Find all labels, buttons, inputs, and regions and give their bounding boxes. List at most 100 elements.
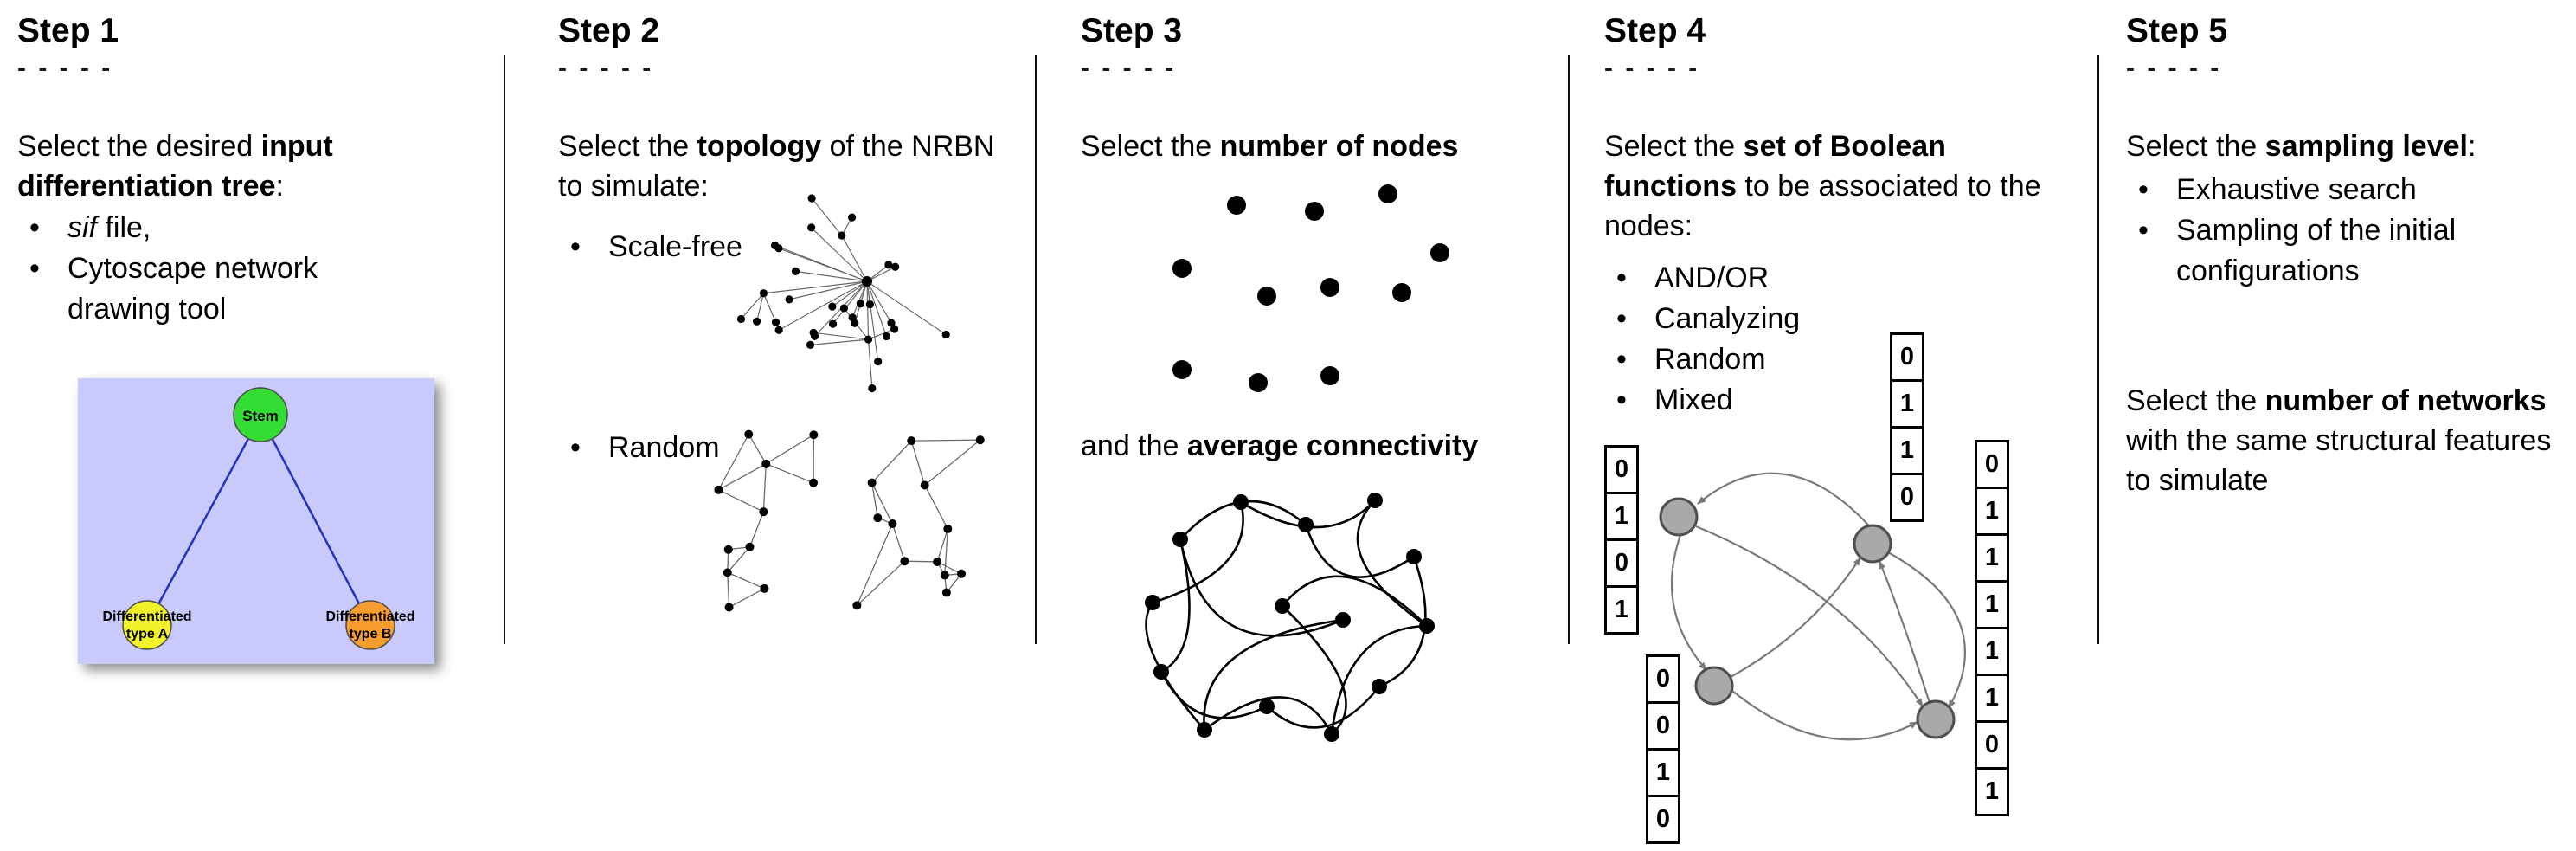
step-1-dashes: - - - - -	[17, 54, 113, 82]
intro-bold: input differentiation tree	[17, 130, 333, 203]
network-node	[933, 557, 942, 566]
step-5-intro: Select the sampling level:	[2126, 126, 2563, 166]
truth-table-cell: 0	[1604, 445, 1639, 494]
network-node	[1367, 493, 1383, 508]
network-node	[806, 340, 815, 349]
network-edge	[1356, 500, 1428, 628]
network-node	[1916, 699, 1956, 739]
step-1-bullet-list: sif file, Cytoscape network drawing tool	[17, 208, 381, 330]
truth-table-cell: 1	[1975, 533, 2009, 583]
differentiation-tree-figure: Stem Differentiated type A Differentiate…	[78, 378, 434, 664]
network-edge	[1887, 551, 1967, 709]
network-edge	[766, 463, 814, 484]
network-node	[882, 332, 891, 341]
truth-table-cell: 1	[1604, 492, 1639, 541]
network-node	[887, 319, 896, 327]
network-node	[1320, 278, 1339, 297]
connectivity-network-figure	[1145, 493, 1435, 742]
step-5-title: Step 5	[2126, 12, 2228, 49]
network-node	[890, 325, 899, 333]
network-edge	[763, 280, 868, 294]
network-node	[1275, 598, 1290, 614]
bullet-item: Mixed	[1604, 380, 1968, 421]
step-5-dashes: - - - - -	[2126, 54, 2222, 82]
network-edge	[936, 561, 962, 575]
network-node	[807, 223, 816, 232]
network-edge	[762, 293, 777, 323]
network-edge	[924, 439, 981, 486]
network-edge	[851, 280, 868, 319]
network-edge	[1731, 690, 1918, 741]
network-node	[1378, 184, 1397, 203]
network-edge	[866, 280, 870, 340]
network-node	[1419, 618, 1435, 634]
truth-table-cell: 0	[1890, 332, 1924, 382]
network-node	[1406, 549, 1422, 564]
intro-text: Select the	[1604, 130, 1744, 163]
network-edge	[813, 332, 869, 340]
network-edge	[936, 528, 948, 563]
bullet-text: Cytoscape network drawing tool	[67, 252, 318, 326]
network-node	[940, 571, 949, 580]
network-node	[771, 318, 781, 326]
network-edge	[891, 523, 906, 562]
network-edge	[904, 560, 938, 563]
network-edge	[832, 280, 868, 325]
network-node	[714, 485, 723, 494]
network-node	[791, 267, 800, 275]
step-4-title: Step 4	[1604, 12, 1706, 49]
network-edge	[1730, 557, 1861, 678]
network-node	[907, 436, 916, 446]
network-node	[1172, 259, 1192, 278]
truth-table-cell: 1	[1604, 585, 1639, 635]
network-node	[760, 583, 769, 593]
truth-table-cell: 0	[1975, 440, 2009, 489]
network-node	[838, 231, 846, 240]
network-edge	[778, 280, 868, 331]
intro-bold: number of networks	[2264, 384, 2547, 417]
network-edge	[718, 489, 764, 513]
network-node	[1320, 366, 1339, 385]
network-edge	[1240, 500, 1376, 529]
random-network-figure	[714, 429, 985, 612]
boolean-network-graph	[1659, 472, 1967, 741]
network-edge	[729, 588, 765, 609]
step-2-column: Step 2 - - - - - Select the topology of …	[558, 0, 1034, 851]
network-node	[888, 519, 897, 529]
step-4-intro: Select the set of Boolean functions to b…	[1604, 126, 2065, 246]
network-edge	[1266, 686, 1381, 729]
step-3-second-text: and the average connectivity	[1081, 426, 1565, 466]
network-node	[884, 261, 893, 269]
truth-table-cell: 1	[1890, 426, 1924, 475]
step-3-title: Step 3	[1081, 12, 1183, 49]
network-edge	[1670, 534, 1707, 671]
network-node	[1249, 373, 1268, 392]
network-node	[856, 300, 864, 308]
network-node	[920, 480, 929, 490]
network-node	[736, 314, 746, 324]
network-edge	[924, 485, 948, 530]
network-edge	[911, 439, 980, 442]
type-b-node	[345, 600, 395, 650]
nodes-cloud-figure	[1172, 184, 1449, 392]
column-divider	[504, 55, 505, 644]
network-node	[1372, 679, 1387, 694]
network-edge	[810, 338, 869, 345]
bullet-text: Scale-free	[608, 230, 742, 263]
network-edge	[756, 293, 765, 322]
bullet-text: AND/OR	[1654, 261, 1770, 294]
intro-bold: topology	[697, 130, 822, 163]
scale-free-network-figure	[736, 194, 950, 393]
step-2-dashes: - - - - -	[558, 54, 654, 82]
column-divider	[1035, 55, 1037, 644]
network-node	[774, 244, 783, 253]
network-edge	[717, 434, 749, 491]
intro-bold: set of Boolean functions	[1604, 130, 1946, 203]
network-node	[809, 430, 819, 440]
intro-text: Select the desired	[17, 130, 261, 163]
bullet-text: Exhaustive search	[2176, 173, 2417, 206]
network-edge	[832, 280, 868, 307]
network-node	[848, 313, 857, 322]
bullet-text: file,	[97, 211, 151, 244]
